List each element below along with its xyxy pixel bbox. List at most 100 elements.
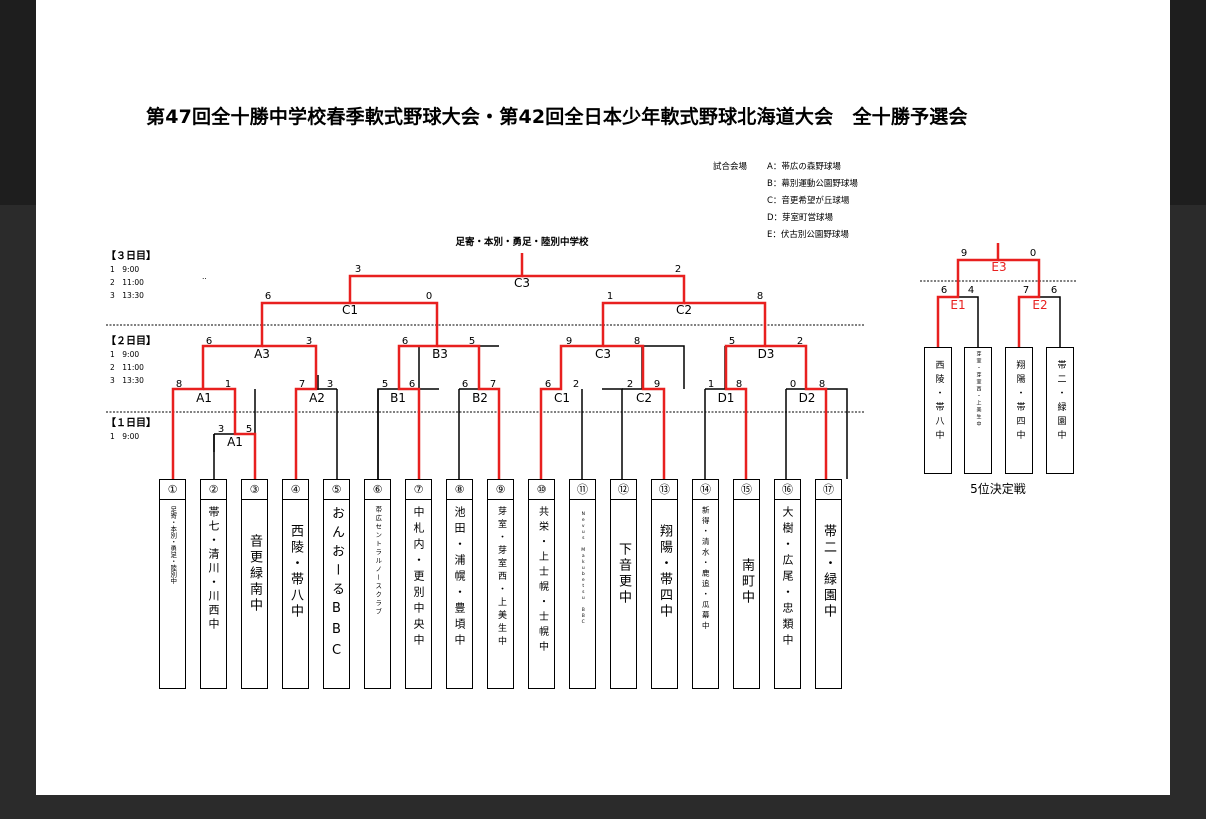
- svg-text:D1: D1: [718, 391, 735, 405]
- svg-text:B1: B1: [390, 391, 406, 405]
- svg-text:3: 3: [355, 264, 361, 275]
- bracket-lines: C3 C1 C2 A3 B3 C3 D3 A1 A2 B1 B2 C1 C2 D…: [106, 236, 1076, 496]
- svg-text:0: 0: [790, 379, 796, 390]
- svg-text:3: 3: [327, 379, 333, 390]
- svg-text:B2: B2: [472, 391, 488, 405]
- svg-text:5: 5: [729, 336, 735, 347]
- svg-text:4: 4: [968, 285, 974, 296]
- svg-text:C3: C3: [595, 347, 611, 361]
- consolation-label: 5位決定戦: [970, 481, 1026, 496]
- svg-text:D3: D3: [758, 347, 775, 361]
- svg-text:6: 6: [206, 336, 212, 347]
- day3-label: 【３日目】: [106, 251, 156, 262]
- consolation-team-1: 西陵・帯八中: [924, 347, 952, 474]
- svg-text:7: 7: [1023, 285, 1029, 296]
- day-dividers: [106, 280, 1076, 413]
- svg-text:9: 9: [961, 248, 967, 259]
- svg-text:A1: A1: [196, 391, 212, 405]
- svg-text:E3: E3: [991, 260, 1006, 274]
- svg-text:6: 6: [545, 379, 551, 390]
- svg-text:8: 8: [634, 336, 640, 347]
- svg-text:6: 6: [462, 379, 468, 390]
- svg-text:5: 5: [246, 424, 252, 435]
- svg-text:1: 1: [708, 379, 714, 390]
- consolation-team-4: 帯二・緑園中: [1046, 347, 1074, 474]
- consolation-team-2: 芽室・芽室西・上美生中: [964, 347, 992, 474]
- day2-label: 【２日目】: [106, 336, 156, 347]
- svg-text:E1: E1: [950, 298, 965, 312]
- venue-a: A：帯広の森野球場: [767, 162, 841, 172]
- svg-text:A2: A2: [309, 391, 325, 405]
- stray-mark: ..: [202, 272, 207, 281]
- svg-text:8: 8: [757, 291, 763, 302]
- svg-text:2: 2: [573, 379, 579, 390]
- svg-text:6: 6: [1051, 285, 1057, 296]
- venue-d: D：芽室町営球場: [767, 213, 834, 223]
- winner-path: [171, 243, 1041, 479]
- consolation-team-3: 翔陽・帯四中: [1005, 347, 1033, 474]
- svg-text:6: 6: [265, 291, 271, 302]
- svg-text:0: 0: [426, 291, 432, 302]
- svg-text:A1: A1: [227, 435, 243, 449]
- svg-text:6: 6: [941, 285, 947, 296]
- svg-text:E2: E2: [1032, 298, 1047, 312]
- svg-text:5: 5: [469, 336, 475, 347]
- consolation-codes: E3 E1 E2: [950, 260, 1047, 312]
- svg-text:6: 6: [402, 336, 408, 347]
- svg-text:7: 7: [299, 379, 305, 390]
- venue-b: B：幕別運動公園野球場: [767, 179, 858, 189]
- svg-text:9: 9: [654, 379, 660, 390]
- svg-text:9: 9: [566, 336, 572, 347]
- svg-text:3: 3: [306, 336, 312, 347]
- svg-text:3: 3: [218, 424, 224, 435]
- svg-text:B3: B3: [432, 347, 448, 361]
- svg-text:C1: C1: [342, 303, 358, 317]
- svg-text:8: 8: [176, 379, 182, 390]
- venue-e: E：伏古別公園野球場: [767, 230, 849, 240]
- svg-text:0: 0: [1030, 248, 1036, 259]
- page-title: 第47回全十勝中学校春季軟式野球大会・第42回全日本少年軟式野球北海道大会 全十…: [146, 106, 968, 128]
- game-labels: C3 C1 C2 A3 B3 C3 D3 A1 A2 B1 B2 C1 C2 D…: [196, 276, 815, 449]
- bracket-sheet: 第47回全十勝中学校春季軟式野球大会・第42回全日本少年軟式野球北海道大会 全十…: [36, 0, 1170, 795]
- champion-label: 足寄・本別・勇足・陸別中学校: [455, 236, 589, 248]
- svg-text:C2: C2: [676, 303, 692, 317]
- svg-text:1: 1: [607, 291, 613, 302]
- svg-text:2: 2: [797, 336, 803, 347]
- svg-text:8: 8: [819, 379, 825, 390]
- svg-text:1: 1: [225, 379, 231, 390]
- svg-text:8: 8: [736, 379, 742, 390]
- svg-text:7: 7: [490, 379, 496, 390]
- svg-text:2: 2: [675, 264, 681, 275]
- svg-text:C2: C2: [636, 391, 652, 405]
- svg-text:6: 6: [409, 379, 415, 390]
- svg-text:A3: A3: [254, 347, 270, 361]
- venue-label: 試合会場: [713, 162, 748, 172]
- svg-text:C1: C1: [554, 391, 570, 405]
- day1-label: 【１日目】: [106, 418, 156, 429]
- svg-text:D2: D2: [799, 391, 816, 405]
- svg-text:C3: C3: [514, 276, 530, 290]
- venue-c: C：音更希望が丘球場: [767, 196, 850, 206]
- svg-text:2: 2: [627, 379, 633, 390]
- scores: 3 2 6 0 1 8 6 3 6 5 9 8 5 2 8 1 7 3 5 6 …: [176, 248, 1057, 435]
- svg-text:5: 5: [382, 379, 388, 390]
- day1-schedule: 1 9:00: [110, 432, 140, 441]
